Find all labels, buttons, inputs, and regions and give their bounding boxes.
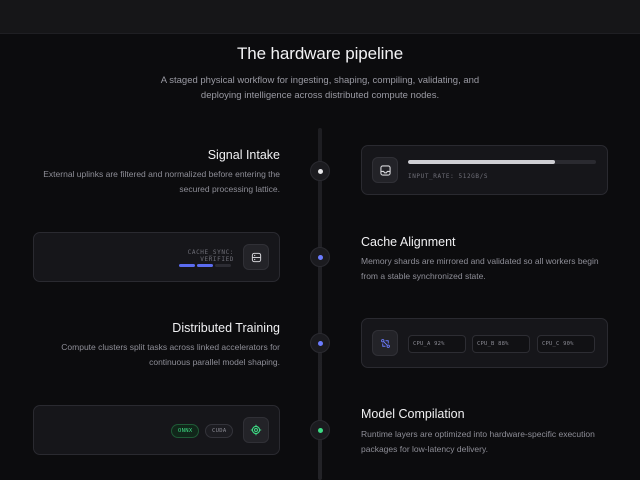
onnx-tag: ONNX bbox=[171, 424, 200, 438]
input-rate-progress-fill bbox=[408, 160, 555, 164]
step-title-signal-intake: Signal Intake bbox=[207, 148, 280, 162]
cpu-a-status: CPU_A 92% bbox=[408, 335, 466, 353]
cuda-tag: CUDA bbox=[205, 424, 234, 438]
step-desc-signal-intake: External uplinks are filtered and normal… bbox=[43, 169, 280, 194]
inbox-icon bbox=[372, 157, 398, 183]
timeline-node-2 bbox=[310, 247, 330, 267]
page-subtitle: A staged physical workflow for ingesting… bbox=[160, 75, 480, 101]
input-rate-label: INPUT_RATE: 512GB/S bbox=[408, 173, 489, 180]
cache-sync-card bbox=[33, 232, 280, 282]
database-icon bbox=[243, 244, 269, 270]
timeline-spine bbox=[318, 128, 322, 480]
step-desc-distributed-training: Compute clusters split tasks across link… bbox=[61, 342, 280, 367]
input-rate-progress bbox=[408, 160, 596, 164]
compile-targets-card bbox=[33, 405, 280, 455]
page-title: The hardware pipeline bbox=[236, 44, 404, 63]
cpu-b-status: CPU_B 88% bbox=[472, 335, 530, 353]
input-rate-card bbox=[361, 145, 608, 195]
node-dot bbox=[317, 254, 323, 260]
chip-icon bbox=[243, 417, 269, 443]
step-desc-model-compilation: Runtime layers are optimized into hardwa… bbox=[361, 429, 595, 454]
top-bar bbox=[0, 0, 640, 34]
step-title-distributed-training: Distributed Training bbox=[172, 321, 280, 335]
sync-segment-3 bbox=[215, 264, 231, 267]
step-title-model-compilation: Model Compilation bbox=[361, 407, 465, 421]
timeline-node-4 bbox=[310, 420, 330, 440]
node-dot bbox=[317, 340, 323, 346]
node-dot bbox=[317, 168, 323, 174]
cache-sync-label: CACHE_SYNC: VERIFIED bbox=[187, 249, 234, 263]
sync-segment-1 bbox=[179, 264, 195, 267]
sync-segment-2 bbox=[197, 264, 213, 267]
node-dot bbox=[317, 427, 323, 433]
cpu-c-status: CPU_C 90% bbox=[537, 335, 595, 353]
network-icon bbox=[372, 330, 398, 356]
timeline-node-3 bbox=[310, 333, 330, 353]
step-title-cache-alignment: Cache Alignment bbox=[361, 235, 456, 249]
timeline-node-1 bbox=[310, 161, 330, 181]
step-desc-cache-alignment: Memory shards are mirrored and validated… bbox=[361, 256, 599, 281]
